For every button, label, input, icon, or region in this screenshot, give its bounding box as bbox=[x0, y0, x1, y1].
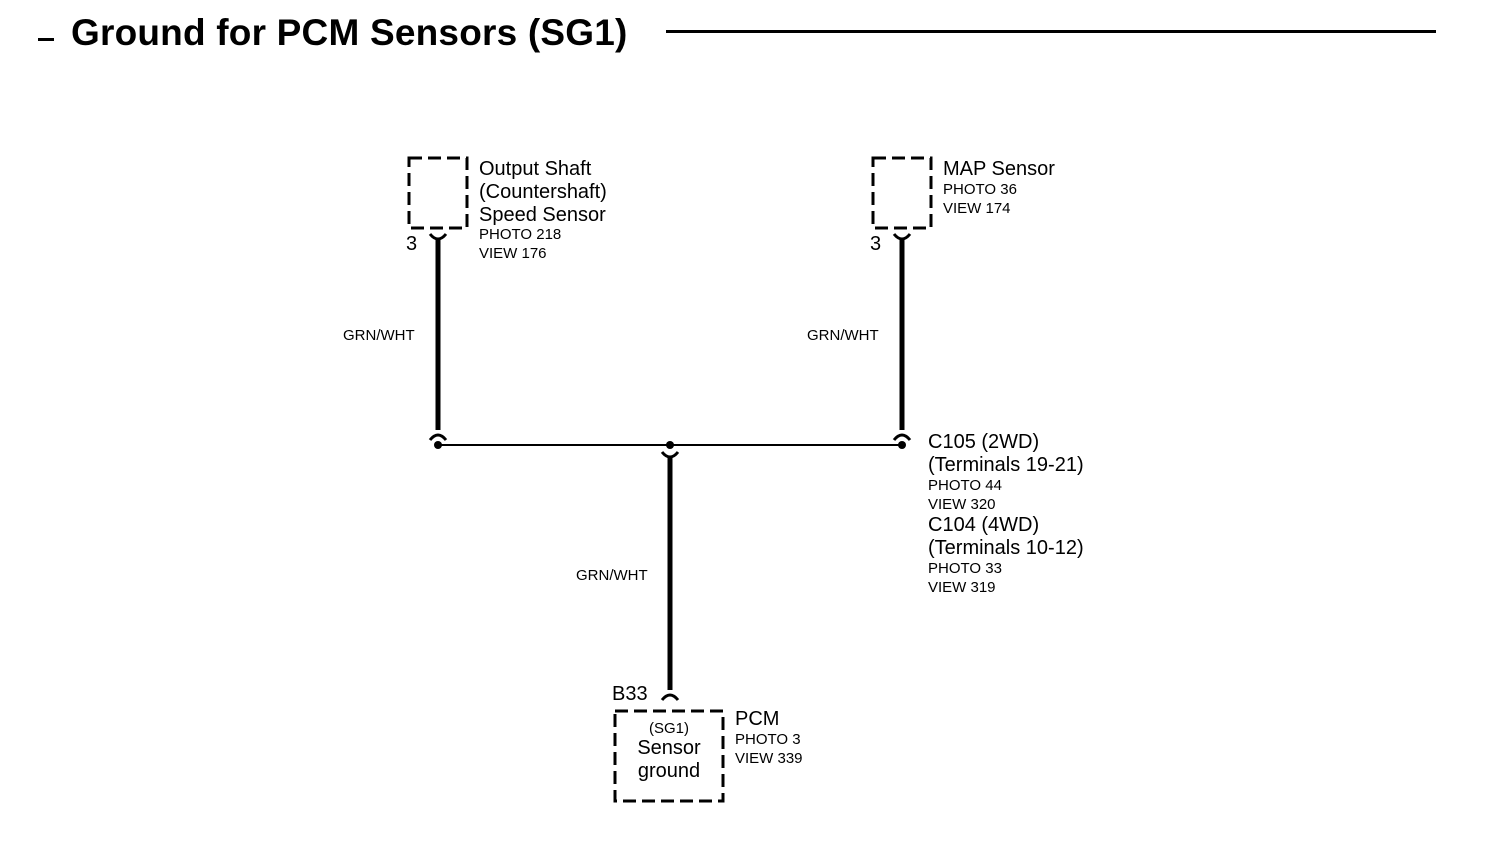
output-shaft-sensor-photo: PHOTO 218 bbox=[479, 226, 561, 243]
left-wire-color: GRN/WHT bbox=[343, 327, 415, 344]
pcm-terminal bbox=[660, 693, 680, 701]
pcm-name: PCM bbox=[735, 708, 779, 730]
pcm-inner-sensor: Sensor bbox=[637, 737, 701, 759]
title-bar: Ground for PCM Sensors (SG1) bbox=[38, 8, 1438, 56]
map-sensor-pin: 3 bbox=[870, 233, 881, 255]
output-shaft-sensor-terminal bbox=[428, 233, 448, 241]
map-sensor-name: MAP Sensor bbox=[943, 158, 1055, 180]
bottom-wire-color: GRN/WHT bbox=[576, 567, 648, 584]
pcm-inner-ground: ground bbox=[638, 760, 700, 782]
right-connector-terminal bbox=[892, 433, 912, 441]
pcm-box bbox=[613, 709, 725, 803]
map-sensor-photo: PHOTO 36 bbox=[943, 181, 1017, 198]
right-wire-color: GRN/WHT bbox=[807, 327, 879, 344]
output-shaft-sensor-name-3: Speed Sensor bbox=[479, 204, 606, 226]
page-title: Ground for PCM Sensors (SG1) bbox=[71, 12, 628, 53]
c105-view: VIEW 320 bbox=[928, 496, 996, 513]
map-sensor-view: VIEW 174 bbox=[943, 200, 1011, 217]
title-rule bbox=[666, 30, 1436, 33]
splice-point bbox=[666, 441, 674, 449]
c105-name: C105 (2WD) bbox=[928, 431, 1039, 453]
pcm-pin: B33 bbox=[612, 683, 648, 705]
bottom-connector-terminal bbox=[660, 451, 680, 459]
c104-name: C104 (4WD) bbox=[928, 514, 1039, 536]
map-sensor-terminal bbox=[892, 233, 912, 241]
output-shaft-sensor-name-2: (Countershaft) bbox=[479, 181, 607, 203]
left-connector-terminal bbox=[428, 433, 448, 441]
output-shaft-sensor-box bbox=[407, 156, 469, 230]
pcm-photo: PHOTO 3 bbox=[735, 731, 801, 748]
c104-photo: PHOTO 33 bbox=[928, 560, 1002, 577]
c104-terminals: (Terminals 10-12) bbox=[928, 537, 1084, 559]
c104-view: VIEW 319 bbox=[928, 579, 996, 596]
map-sensor-box bbox=[871, 156, 933, 230]
pcm-view: VIEW 339 bbox=[735, 750, 803, 767]
c105-photo: PHOTO 44 bbox=[928, 477, 1002, 494]
c105-terminals: (Terminals 19-21) bbox=[928, 454, 1084, 476]
pcm-inner-sg1: (SG1) bbox=[649, 720, 689, 737]
output-shaft-sensor-pin: 3 bbox=[406, 233, 417, 255]
output-shaft-sensor-view: VIEW 176 bbox=[479, 245, 547, 262]
output-shaft-sensor-name-1: Output Shaft bbox=[479, 158, 592, 180]
title-dash bbox=[38, 38, 54, 41]
